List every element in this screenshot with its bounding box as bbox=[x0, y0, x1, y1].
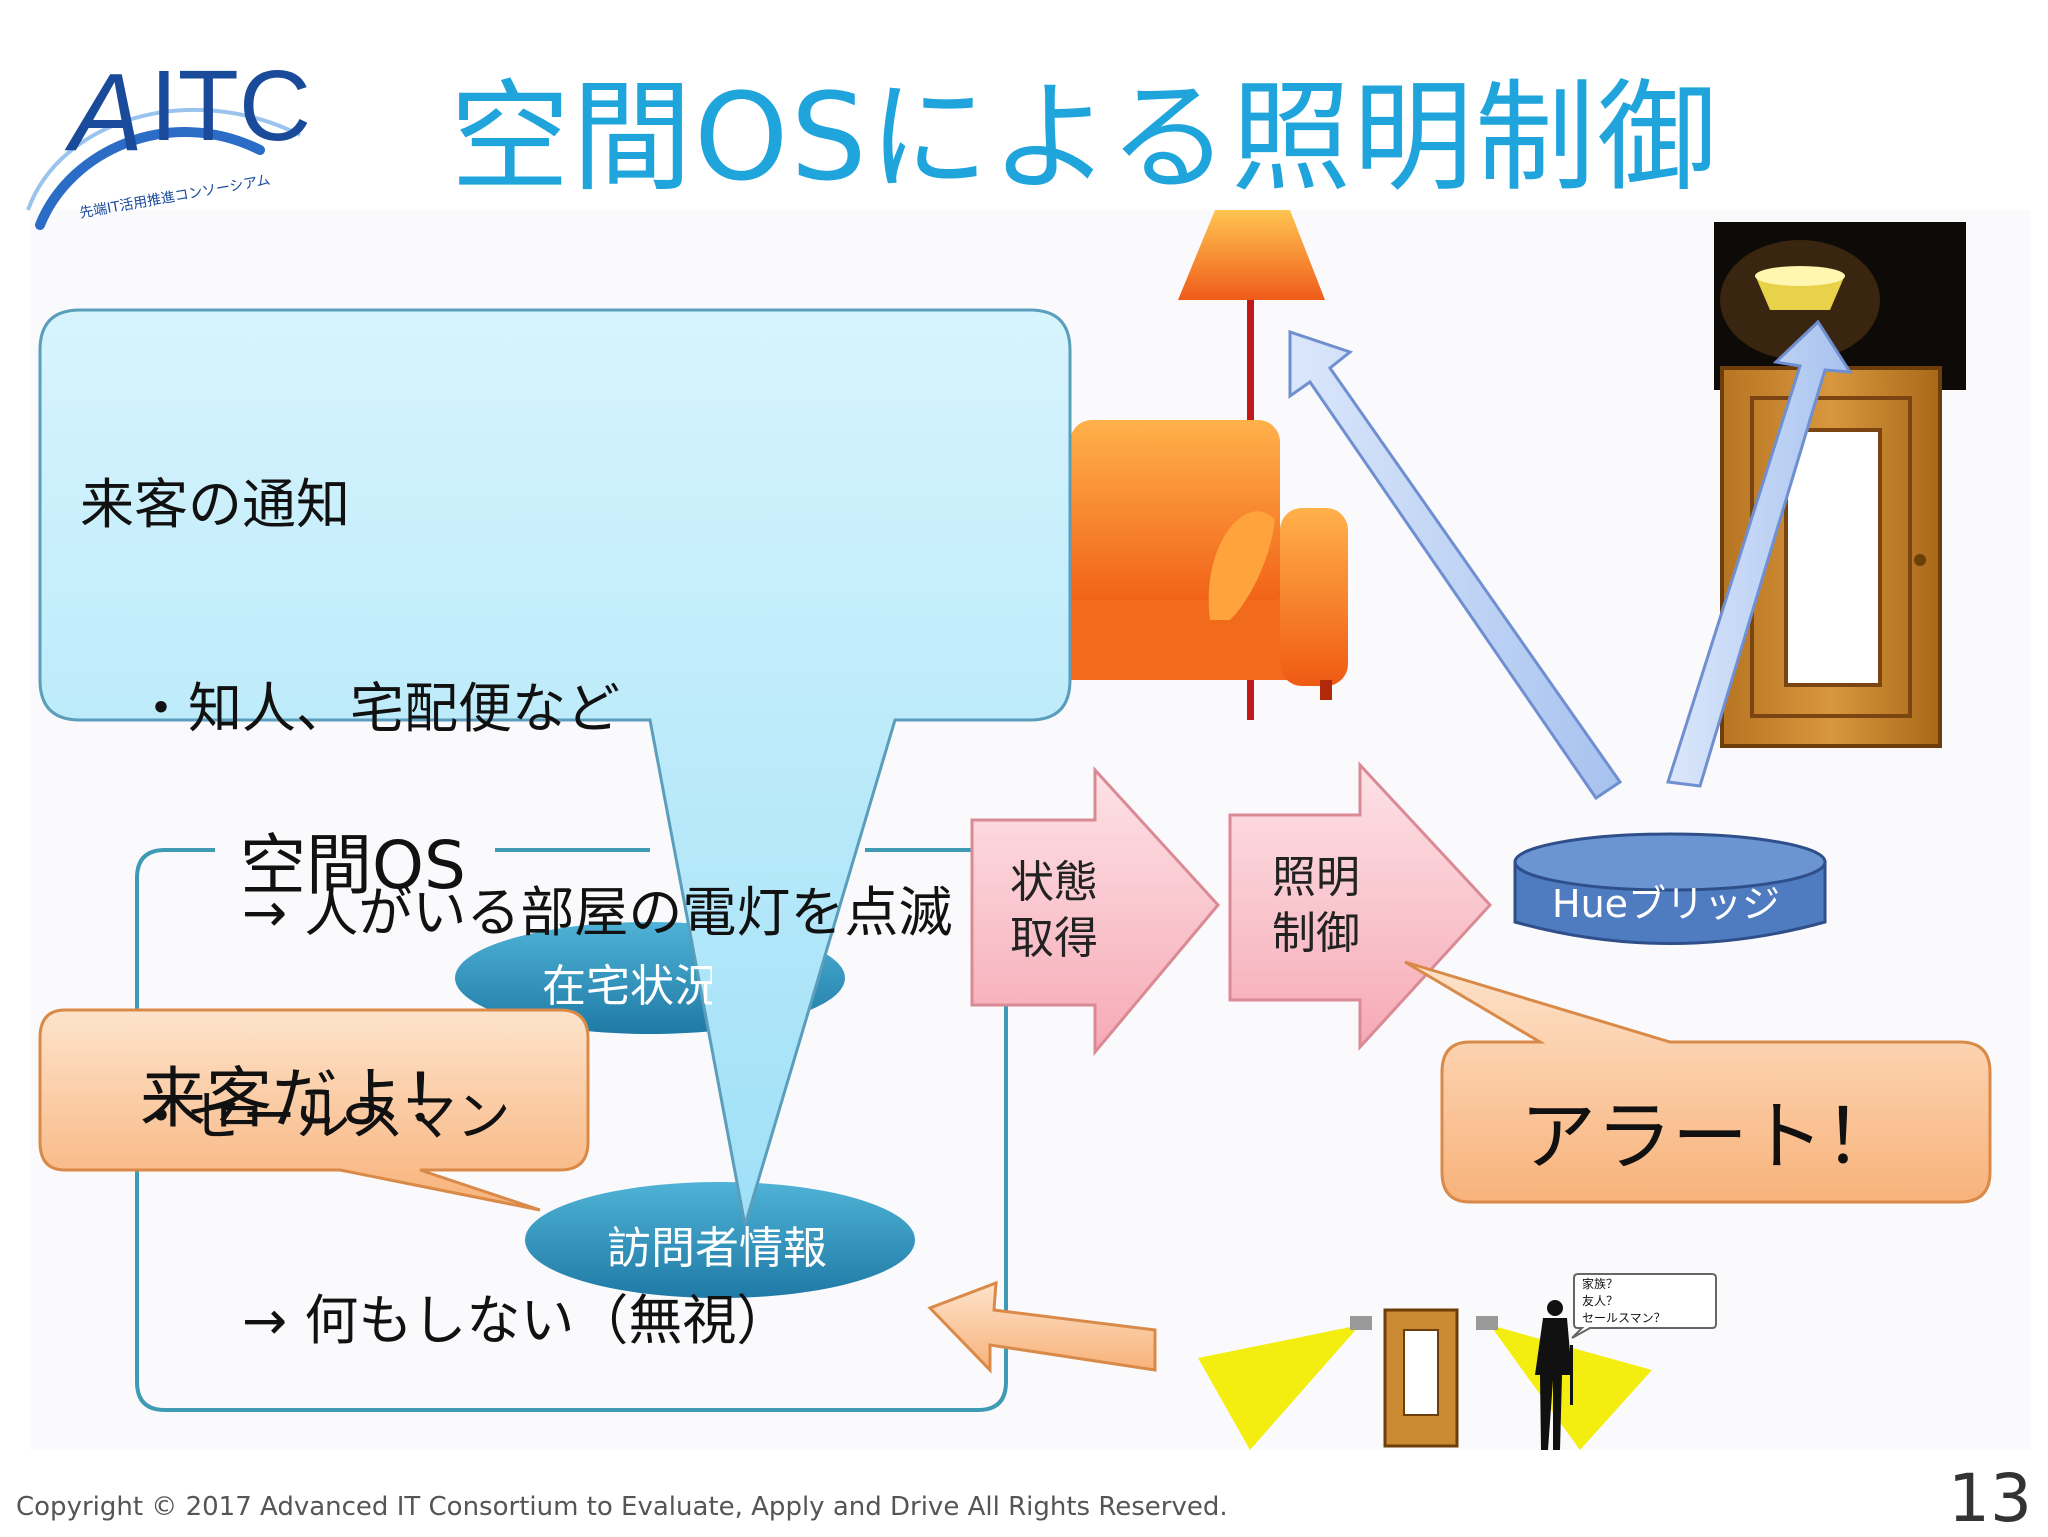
page-title: 空間OSによる照明制御 bbox=[450, 69, 1720, 208]
callout-shape bbox=[38, 308, 1072, 1226]
arrow-to-pendant bbox=[1666, 319, 1853, 788]
arrow-to-visitor-info bbox=[927, 1280, 1157, 1374]
visitor-bubble-text: 来客だよ！ bbox=[140, 1060, 470, 1137]
svg-text:ITC: ITC bbox=[150, 50, 311, 162]
copyright: Copyright © 2017 Advanced IT Consortium … bbox=[16, 1492, 1228, 1522]
entrance-scene bbox=[1198, 1273, 1717, 1450]
hue-bridge bbox=[1513, 832, 1827, 945]
arrow-light-control bbox=[1228, 761, 1493, 1051]
visitor-bubble-shape bbox=[38, 1008, 590, 1212]
space-os-label: 空間OS bbox=[240, 827, 466, 904]
sofa bbox=[1025, 420, 1348, 700]
visitor-info-label: 訪問者情報 bbox=[607, 1223, 827, 1274]
alert-bubble-text: アラート！ bbox=[1520, 1092, 1900, 1181]
camera-bubble-text: 家族？ 友人？ セールスマン？ bbox=[1582, 1277, 1666, 1325]
callout-line: ・知人、宅配便など bbox=[80, 677, 620, 740]
svg-text:A: A bbox=[64, 51, 143, 174]
arrow-state-get bbox=[970, 766, 1220, 1057]
page-number: 13 bbox=[1948, 1460, 2032, 1537]
state-get-label: 状態 取得 bbox=[1010, 857, 1098, 964]
callout-line: ・セールスマン bbox=[80, 1085, 511, 1148]
home-status-label: 在宅状況 bbox=[542, 961, 712, 1012]
hue-bridge-label: Hueブリッジ bbox=[1552, 882, 1781, 926]
callout-line: 来客の通知 bbox=[80, 473, 350, 536]
callout-line: → 何もしない（無視） bbox=[80, 1289, 791, 1352]
aitc-logo: A ITC bbox=[26, 50, 311, 230]
alert-bubble-shape bbox=[1404, 960, 1992, 1204]
callout-line: → 人がいる部屋の電灯を点滅 bbox=[80, 881, 953, 944]
arrow-to-floor-lamp bbox=[1288, 329, 1623, 801]
callout-text: 来客の通知 ・知人、宅配便など → 人がいる部屋の電灯を点滅 ・セールスマン →… bbox=[80, 335, 952, 1491]
light-control-label: 照明 制御 bbox=[1272, 852, 1360, 959]
visitor-info-pill bbox=[525, 1182, 915, 1298]
